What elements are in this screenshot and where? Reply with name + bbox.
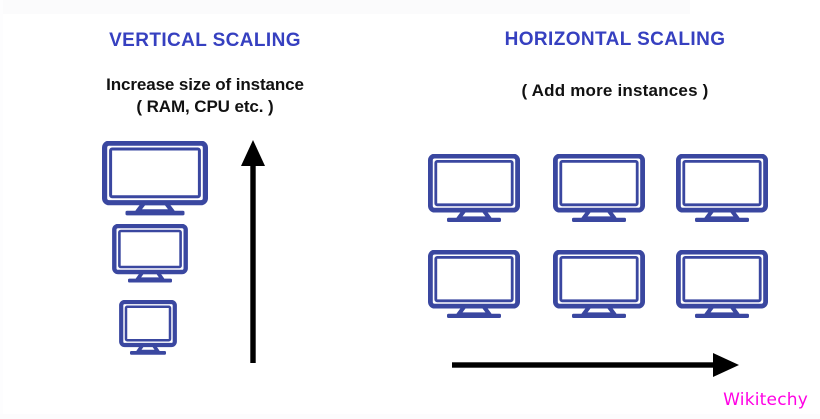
vertical-subtitle-line-1: Increase size of instance (106, 75, 304, 94)
monitor-icon-medium (112, 224, 188, 284)
left-edge-artifact (0, 0, 3, 419)
vertical-scaling-panel: VERTICAL SCALING Increase size of instan… (0, 30, 410, 363)
monitor-icon-large (102, 141, 208, 217)
monitor-icon-small (119, 300, 177, 356)
vertical-scaling-subtitle: Increase size of instance ( RAM, CPU etc… (0, 74, 410, 118)
monitor-icon-grid-r1c1 (428, 154, 520, 224)
monitor-icon-grid-r1c2 (553, 154, 645, 224)
bottom-edge-artifact (0, 414, 820, 419)
vertical-scaling-title: VERTICAL SCALING (109, 30, 301, 51)
horizontal-scaling-title: HORIZONTAL SCALING (504, 29, 726, 50)
monitor-icon-grid-r2c3 (676, 250, 768, 320)
monitor-icon-grid-r2c1 (428, 250, 520, 320)
horizontal-subtitle-line-1: ( Add more instances ) (521, 81, 709, 100)
vertical-subtitle-line-2: ( RAM, CPU etc. ) (136, 97, 274, 117)
up-arrow-icon (240, 139, 266, 363)
horizontal-scaling-panel: HORIZONTAL SCALING ( Add more instances … (410, 0, 820, 419)
monitor-icon-grid-r2c2 (553, 250, 645, 320)
monitor-icon-grid-r1c3 (676, 154, 768, 224)
horizontal-scaling-subtitle: ( Add more instances ) (410, 80, 820, 102)
right-arrow-icon (452, 352, 740, 378)
wikitechy-watermark: Wikitechy (723, 390, 808, 410)
top-scan-artifact (0, 0, 690, 14)
